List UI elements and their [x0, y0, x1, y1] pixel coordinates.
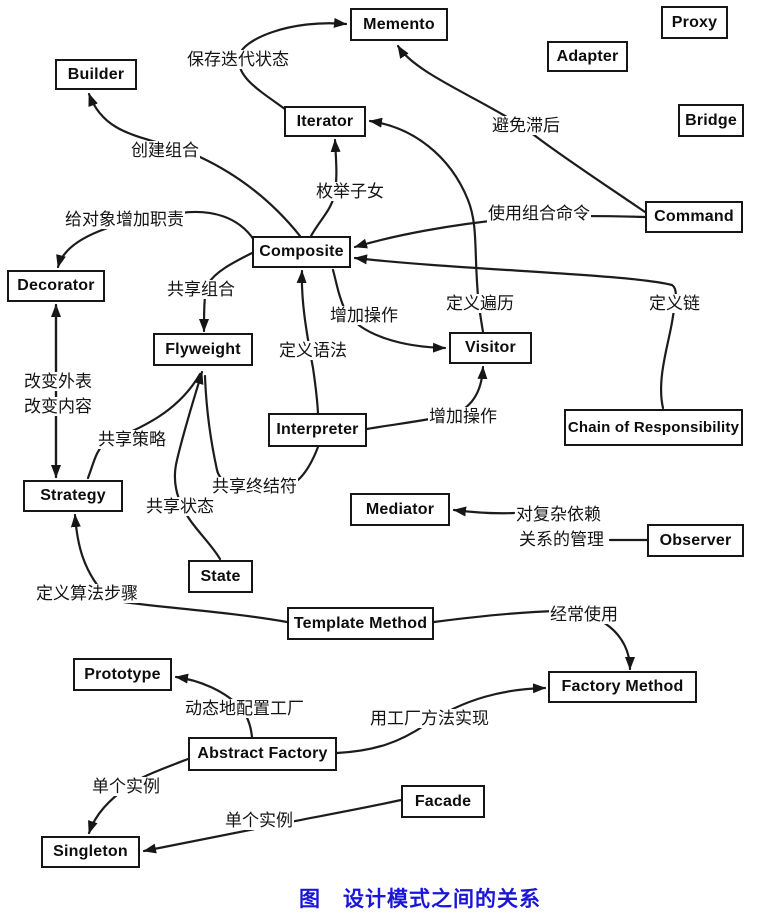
edge-label-add-operations-lower: 增加操作 — [428, 407, 498, 426]
edge-label-share-terminal-symbols: 共享终结符 — [211, 477, 298, 496]
node-command: Command — [645, 201, 743, 233]
edge-chain-composite — [353, 254, 677, 410]
edge-label-manage-complex-deps-1: 对复杂依赖 — [515, 505, 602, 524]
edge-label-share-states: 共享状态 — [145, 497, 215, 516]
edge-label-single-instance-lower: 单个实例 — [224, 811, 294, 830]
node-interpreter: Interpreter — [268, 413, 367, 447]
edge-label-single-instance-upper: 单个实例 — [91, 777, 161, 796]
edge-label-avoid-lag: 避免滞后 — [491, 116, 561, 135]
edge-label-share-strategies: 共享策略 — [97, 430, 167, 449]
edge-label-enumerate-children: 枚举子女 — [315, 182, 385, 201]
edge-label-define-grammar: 定义语法 — [278, 341, 348, 360]
node-abstract-factory: Abstract Factory — [188, 737, 337, 771]
edge-label-often-uses: 经常使用 — [549, 605, 619, 624]
node-strategy: Strategy — [23, 480, 123, 512]
node-facade: Facade — [401, 785, 485, 818]
edge-label-configure-factory-dynamically: 动态地配置工厂 — [184, 699, 305, 718]
edge-abstract-factory-singleton — [87, 757, 190, 835]
edge-interpreter-composite — [296, 269, 320, 415]
edge-label-add-responsibilities: 给对象增加职责 — [64, 210, 185, 229]
edge-strategy-flyweight-share-strategies — [86, 372, 202, 480]
node-visitor: Visitor — [449, 332, 532, 364]
edge-label-define-traversal: 定义遍历 — [445, 294, 515, 313]
node-chain-of-responsibility: Chain of Responsibility — [564, 409, 743, 446]
edge-label-manage-complex-deps-2: 关系的管理 — [518, 530, 605, 549]
node-bridge: Bridge — [678, 104, 744, 137]
node-iterator: Iterator — [284, 106, 366, 137]
edge-label-define-chain: 定义链 — [648, 294, 701, 313]
edge-label-define-algorithm-steps: 定义算法步骤 — [35, 584, 139, 603]
node-template-method: Template Method — [287, 607, 434, 640]
edge-template-method-strategy — [70, 513, 289, 624]
edge-label-add-operations-upper: 增加操作 — [329, 306, 399, 325]
edge-label-share-composites: 共享组合 — [166, 280, 236, 299]
node-memento: Memento — [350, 8, 448, 41]
node-builder: Builder — [55, 59, 137, 90]
figure-caption: 图 设计模式之间的关系 — [299, 888, 541, 911]
edge-label-change-appearance: 改变外表 — [23, 372, 93, 391]
node-prototype: Prototype — [73, 658, 172, 691]
node-composite: Composite — [252, 236, 351, 268]
node-singleton: Singleton — [41, 836, 140, 868]
node-observer: Observer — [647, 524, 744, 557]
node-mediator: Mediator — [350, 493, 450, 526]
edge-observer-mediator — [454, 510, 649, 542]
node-state: State — [188, 560, 253, 593]
node-factory-method: Factory Method — [548, 671, 697, 703]
node-decorator: Decorator — [7, 270, 105, 302]
edge-label-use-composite-command: 使用组合命令 — [487, 204, 591, 223]
edge-label-implement-using-factory-method: 用工厂方法实现 — [369, 709, 490, 728]
node-flyweight: Flyweight — [153, 333, 253, 366]
node-proxy: Proxy — [661, 6, 728, 39]
edge-label-save-iteration-state: 保存迭代状态 — [186, 50, 290, 69]
edge-label-create-composites: 创建组合 — [130, 141, 200, 160]
node-adapter: Adapter — [547, 41, 628, 72]
edge-label-change-content: 改变内容 — [23, 397, 93, 416]
edge-state-flyweight-share-states — [173, 370, 222, 561]
